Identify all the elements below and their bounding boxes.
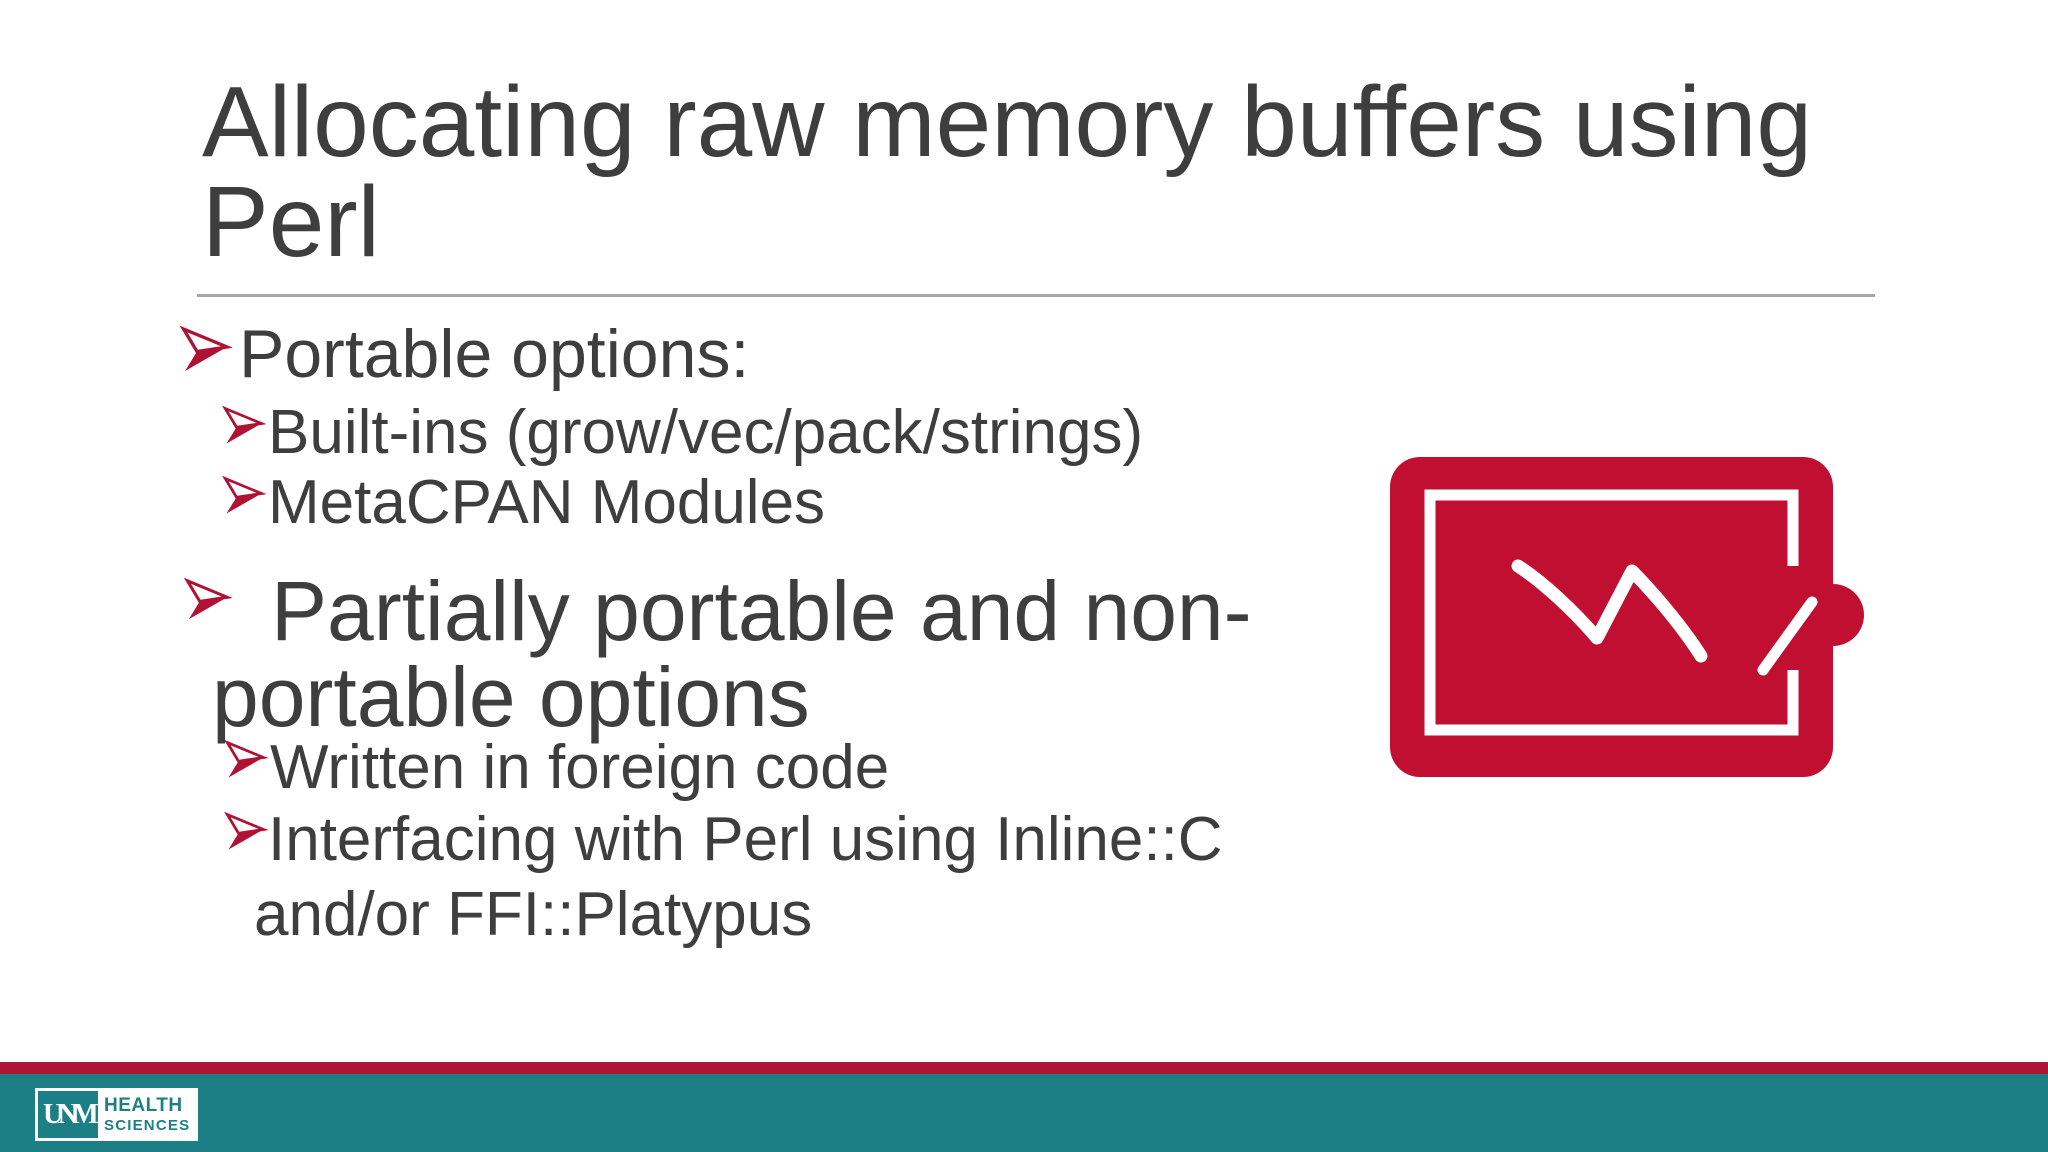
bullet-arrow-icon [224,740,268,778]
title-divider-line [197,294,1875,297]
whiteboard-scribble-pen-icon [1385,450,1880,790]
bullet-interfacing-line-2: and/or FFI::Platypus [254,880,813,949]
unm-health-sciences-logo: UNM HEALTH SCIENCES [35,1088,198,1141]
bullet-metacpan: MetaCPAN Modules [268,468,826,537]
logo-text-block: HEALTH SCIENCES [98,1091,191,1138]
logo-text-health: HEALTH [104,1094,183,1116]
bullet-portable-options: Portable options: [239,316,750,392]
bullet-arrow-icon [184,578,232,620]
logo-text-sciences: SCIENCES [104,1116,191,1134]
slide-title-line-2: Perl [202,166,380,278]
bullet-partially-portable-line-2: portable options [212,650,810,744]
bullet-partially-portable-line-1: Partially portable and non- [271,564,1252,658]
unm-monogram: UNM [38,1091,98,1138]
footer-crimson-stripe [0,1062,2048,1074]
bullet-arrow-icon [224,812,268,850]
slide-title-line-1: Allocating raw memory buffers using [202,66,1812,178]
bullet-arrow-icon [222,406,266,444]
bullet-interfacing-line-1: Interfacing with Perl using Inline::C [268,805,1223,874]
footer-teal-bar [0,1074,2048,1152]
bullet-written-foreign-code: Written in foreign code [270,733,890,802]
bullet-arrow-icon [180,326,232,371]
bullet-built-ins: Built-ins (grow/vec/pack/strings) [268,398,1144,467]
bullet-arrow-icon [222,476,266,514]
